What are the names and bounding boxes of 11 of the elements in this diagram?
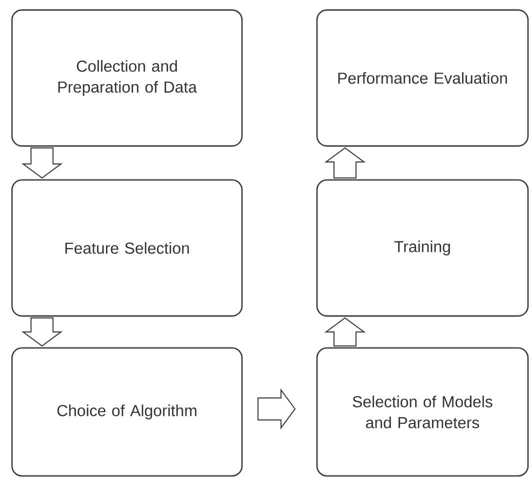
process-box: Selection of Models and Parameters <box>316 347 529 477</box>
process-box: Training <box>316 179 529 317</box>
block-arrow <box>21 147 63 179</box>
block-arrow <box>257 388 296 430</box>
process-box: Choice of Algorithm <box>11 347 243 477</box>
process-box: Performance Evaluation <box>316 9 529 147</box>
block-arrow <box>324 317 366 347</box>
block-arrow <box>324 147 366 179</box>
block-arrow <box>21 317 63 347</box>
process-box: Feature Selection <box>11 179 243 317</box>
process-box: Collection and Preparation of Data <box>11 9 243 147</box>
